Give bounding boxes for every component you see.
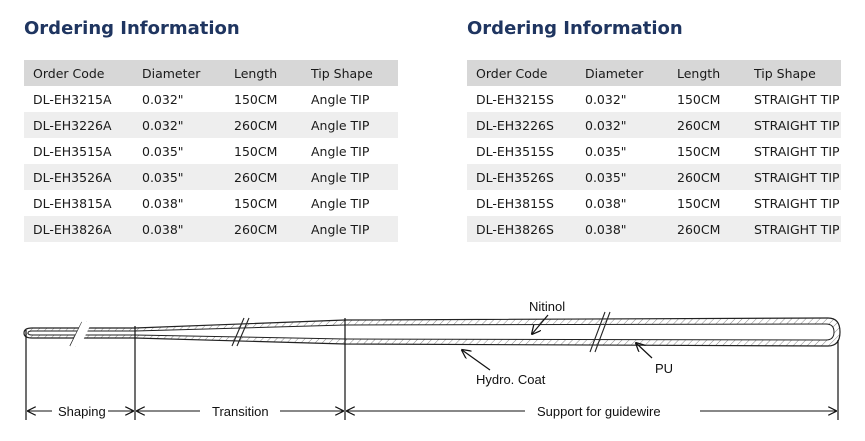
table-row: DL-EH3526A 0.035" 260CM Angle TIP — [24, 164, 398, 190]
order-code-cell: DL-EH3515A — [33, 143, 112, 159]
length-cell: 260CM — [225, 164, 302, 190]
nitinol-label: Nitinol — [529, 299, 565, 314]
table-row: DL-EH3226S 0.032" 260CM STRAIGHT TIP — [467, 112, 841, 138]
length-cell: 150CM — [677, 195, 721, 211]
length-cell: 150CM — [234, 91, 278, 107]
tip-shape-cell: STRAIGHT TIP — [745, 112, 841, 138]
table-header-row: Order Code Diameter Length Tip Shape — [467, 60, 841, 86]
ordering-table-straight: Order Code Diameter Length Tip Shape DL-… — [467, 60, 841, 242]
diameter-cell: 0.035" — [576, 164, 668, 190]
header-diameter: Diameter — [133, 60, 225, 86]
diameter-cell: 0.035" — [585, 143, 627, 159]
order-code-cell: DL-EH3526S — [467, 164, 576, 190]
diameter-cell: 0.035" — [142, 143, 184, 159]
header-length: Length — [668, 60, 745, 86]
order-code-cell: DL-EH3515S — [476, 143, 554, 159]
diameter-cell: 0.038" — [576, 216, 668, 242]
table-row: DL-EH3826A 0.038" 260CM Angle TIP — [24, 216, 398, 242]
length-cell: 260CM — [225, 112, 302, 138]
order-code-cell: DL-EH3226A — [24, 112, 133, 138]
length-cell: 150CM — [677, 143, 721, 159]
diameter-cell: 0.035" — [133, 164, 225, 190]
order-code-cell: DL-EH3826A — [24, 216, 133, 242]
table-row: DL-EH3815S 0.038" 150CM STRAIGHT TIP — [467, 190, 841, 216]
tip-shape-cell: STRAIGHT TIP — [754, 195, 840, 211]
table-row: DL-EH3215S 0.032" 150CM STRAIGHT TIP — [467, 86, 841, 112]
order-code-cell: DL-EH3815S — [476, 195, 554, 211]
length-cell: 260CM — [668, 164, 745, 190]
callout-hydro-coat: Hydro. Coat — [462, 350, 546, 387]
ordering-table-angle: Order Code Diameter Length Tip Shape DL-… — [24, 60, 398, 242]
table-row: DL-EH3526S 0.035" 260CM STRAIGHT TIP — [467, 164, 841, 190]
table-row: DL-EH3515S 0.035" 150CM STRAIGHT TIP — [467, 138, 841, 164]
length-cell: 260CM — [668, 216, 745, 242]
table-header-row: Order Code Diameter Length Tip Shape — [24, 60, 398, 86]
length-cell: 260CM — [225, 216, 302, 242]
length-cell: 260CM — [668, 112, 745, 138]
header-diameter: Diameter — [576, 60, 668, 86]
hydro-coat-label: Hydro. Coat — [476, 372, 546, 387]
table-row: DL-EH3215A 0.032" 150CM Angle TIP — [24, 86, 398, 112]
table-row: DL-EH3515A 0.035" 150CM Angle TIP — [24, 138, 398, 164]
order-code-cell: DL-EH3815A — [33, 195, 112, 211]
length-cell: 150CM — [234, 195, 278, 211]
tip-shape-cell: Angle TIP — [302, 216, 398, 242]
length-cell: 150CM — [234, 143, 278, 159]
table-row: DL-EH3815A 0.038" 150CM Angle TIP — [24, 190, 398, 216]
break-marks — [69, 311, 611, 353]
order-code-cell: DL-EH3215S — [476, 91, 554, 107]
header-order-code: Order Code — [24, 60, 133, 86]
header-length: Length — [225, 60, 302, 86]
table-row: DL-EH3826S 0.038" 260CM STRAIGHT TIP — [467, 216, 841, 242]
tip-shape-cell: Angle TIP — [302, 112, 398, 138]
diameter-cell: 0.032" — [585, 91, 627, 107]
header-order-code: Order Code — [467, 60, 576, 86]
tip-shape-cell: Angle TIP — [311, 143, 370, 159]
section-title: Ordering Information — [467, 18, 683, 39]
tip-shape-cell: Angle TIP — [311, 91, 370, 107]
diameter-cell: 0.038" — [133, 216, 225, 242]
header-tip-shape: Tip Shape — [302, 60, 398, 86]
dimension-extension-lines — [25, 318, 839, 420]
tip-shape-cell: STRAIGHT TIP — [745, 216, 841, 242]
order-code-cell: DL-EH3826S — [467, 216, 576, 242]
shaping-label: Shaping — [58, 404, 106, 419]
header-tip-shape: Tip Shape — [745, 60, 841, 86]
support-label: Support for guidewire — [537, 404, 661, 419]
tip-shape-cell: STRAIGHT TIP — [745, 164, 841, 190]
tip-shape-cell: Angle TIP — [311, 195, 370, 211]
transition-label: Transition — [212, 404, 269, 419]
length-cell: 150CM — [677, 91, 721, 107]
callout-nitinol: Nitinol — [529, 299, 565, 334]
diameter-cell: 0.038" — [142, 195, 184, 211]
diameter-cell: 0.038" — [585, 195, 627, 211]
order-code-cell: DL-EH3215A — [33, 91, 112, 107]
guidewire-body — [23, 317, 841, 347]
table-row: DL-EH3226A 0.032" 260CM Angle TIP — [24, 112, 398, 138]
diameter-cell: 0.032" — [576, 112, 668, 138]
diameter-cell: 0.032" — [133, 112, 225, 138]
tip-shape-cell: STRAIGHT TIP — [754, 91, 840, 107]
section-title: Ordering Information — [24, 18, 240, 39]
callout-pu: PU — [636, 343, 673, 376]
guidewire-diagram: Nitinol PU Hydro. Coat Shaping Transitio… — [23, 299, 841, 420]
diameter-cell: 0.032" — [142, 91, 184, 107]
order-code-cell: DL-EH3526A — [24, 164, 133, 190]
order-code-cell: DL-EH3226S — [467, 112, 576, 138]
pu-label: PU — [655, 361, 673, 376]
tip-shape-cell: STRAIGHT TIP — [754, 143, 840, 159]
tip-shape-cell: Angle TIP — [302, 164, 398, 190]
